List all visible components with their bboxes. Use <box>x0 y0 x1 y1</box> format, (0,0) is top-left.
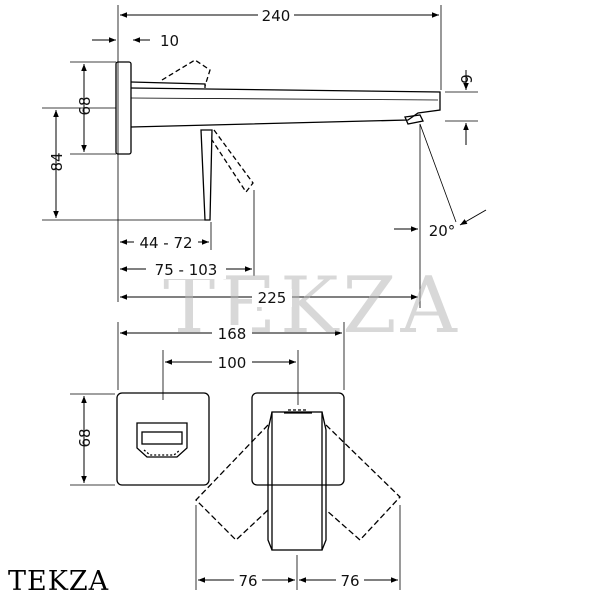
lever-plate <box>251 392 345 486</box>
dim-spout-height: 9 <box>458 74 476 84</box>
dim-plate-height: 68 <box>76 96 94 115</box>
dim-lever-swing-right: 76 <box>340 572 359 590</box>
aerator <box>404 114 424 125</box>
dim-center-spacing: 100 <box>218 354 247 372</box>
dim-plate-size: 68 <box>76 428 94 447</box>
lever-side <box>200 129 213 221</box>
side-view-labels: 240 10 68 84 9 20° 44 - 72 75 - 103 225 <box>48 6 476 307</box>
dim-lever-swing: 75 - 103 <box>155 261 218 279</box>
side-view <box>42 5 478 308</box>
body-top <box>130 81 206 88</box>
dim-angle: 20° <box>429 222 456 240</box>
brand-logo: TEKZA <box>8 566 110 597</box>
lever-swing-left-dashed <box>195 424 269 541</box>
spout-body <box>130 87 441 128</box>
lever-up-dashed <box>161 59 211 87</box>
front-view-labels: 168 100 68 76 76 <box>76 325 364 590</box>
valve-plate <box>116 392 210 486</box>
dim-overall-length: 240 <box>262 7 291 25</box>
dim-lever-drop: 84 <box>48 152 66 171</box>
lever-front <box>271 411 323 551</box>
dim-plate-spacing: 168 <box>218 325 247 343</box>
dim-plate-thickness: 10 <box>160 32 179 50</box>
lever-swing-right-dashed <box>325 424 401 541</box>
dim-lever-depth: 44 - 72 <box>139 234 192 252</box>
dim-spout-reach: 225 <box>258 289 287 307</box>
lever-swing-dashed <box>211 129 254 194</box>
dim-lever-swing-left: 76 <box>238 572 257 590</box>
front-view <box>70 322 401 590</box>
valve-handle <box>136 422 188 458</box>
